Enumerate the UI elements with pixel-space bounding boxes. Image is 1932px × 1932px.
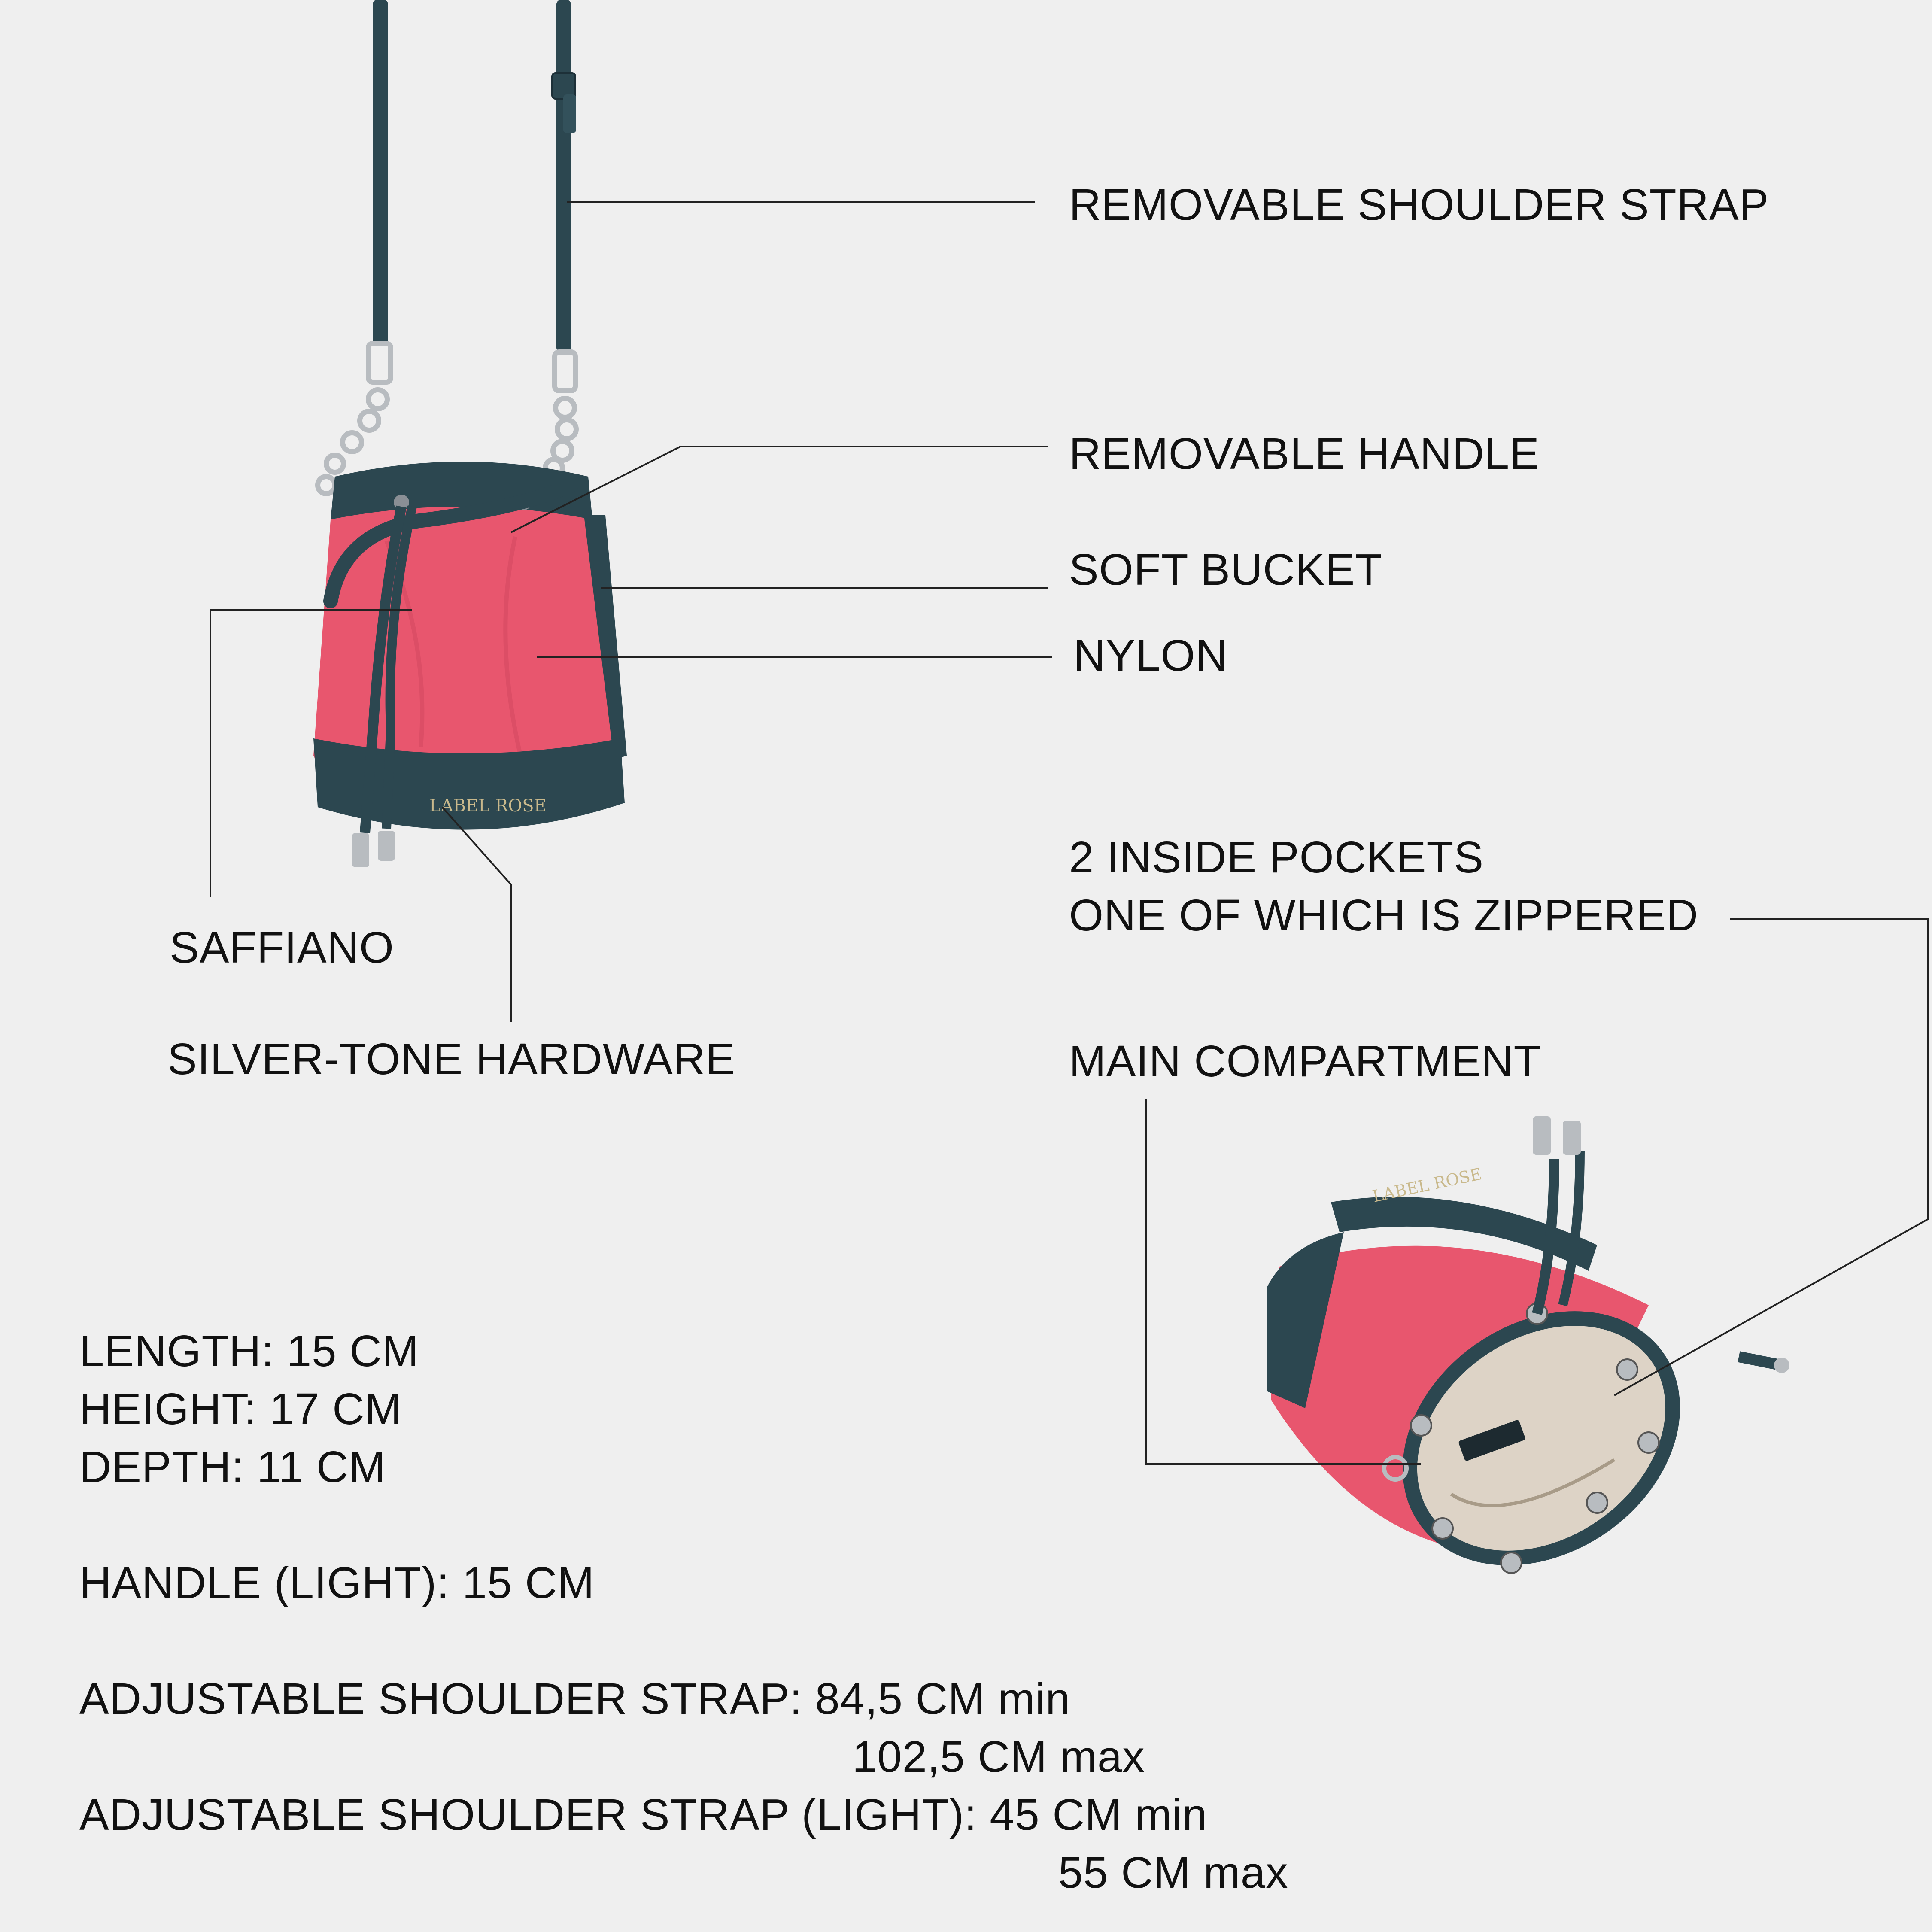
brand-logo-front: LABEL ROSE — [429, 796, 547, 816]
callout-inside-pockets-line1: 2 INSIDE POCKETS — [1069, 832, 1484, 882]
saffiano-trim-open — [1267, 1232, 1344, 1408]
dimension-shoulder-strap-light-min: ADJUSTABLE SHOULDER STRAP (LIGHT): 45 CM… — [79, 1790, 1208, 1839]
dimension-shoulder-strap-light-max: 55 CM max — [1058, 1848, 1288, 1897]
dimension-handle-light: HANDLE (LIGHT): 15 CM — [79, 1558, 595, 1607]
callout-inside-pockets-line2: ONE OF WHICH IS ZIPPERED — [1069, 890, 1699, 940]
callout-nylon: NYLON — [1073, 631, 1228, 680]
dimension-shoulder-strap-max: 102,5 CM max — [852, 1732, 1145, 1781]
dimension-height: HEIGHT: 17 CM — [79, 1384, 402, 1434]
bag-front-view: LABEL ROSE — [313, 0, 627, 867]
dimension-length: LENGTH: 15 CM — [79, 1326, 419, 1376]
handle — [323, 478, 578, 608]
callout-silver-tone-hardware: SILVER-TONE HARDWARE — [167, 1034, 735, 1084]
callout-removable-shoulder-strap: REMOVABLE SHOULDER STRAP — [1069, 180, 1769, 229]
callout-soft-bucket: SOFT BUCKET — [1069, 545, 1383, 594]
callout-saffiano: SAFFIANO — [170, 923, 395, 972]
dimension-depth: DEPTH: 11 CM — [79, 1442, 386, 1492]
shoulder-strap — [373, 0, 576, 352]
callout-main-compartment: MAIN COMPARTMENT — [1069, 1036, 1541, 1086]
callout-lines — [210, 201, 1929, 1465]
dimension-shoulder-strap-min: ADJUSTABLE SHOULDER STRAP: 84,5 CM min — [79, 1674, 1071, 1723]
callout-removable-handle: REMOVABLE HANDLE — [1069, 429, 1540, 478]
bag-open-view: LABEL ROSE — [1267, 1116, 1789, 1574]
